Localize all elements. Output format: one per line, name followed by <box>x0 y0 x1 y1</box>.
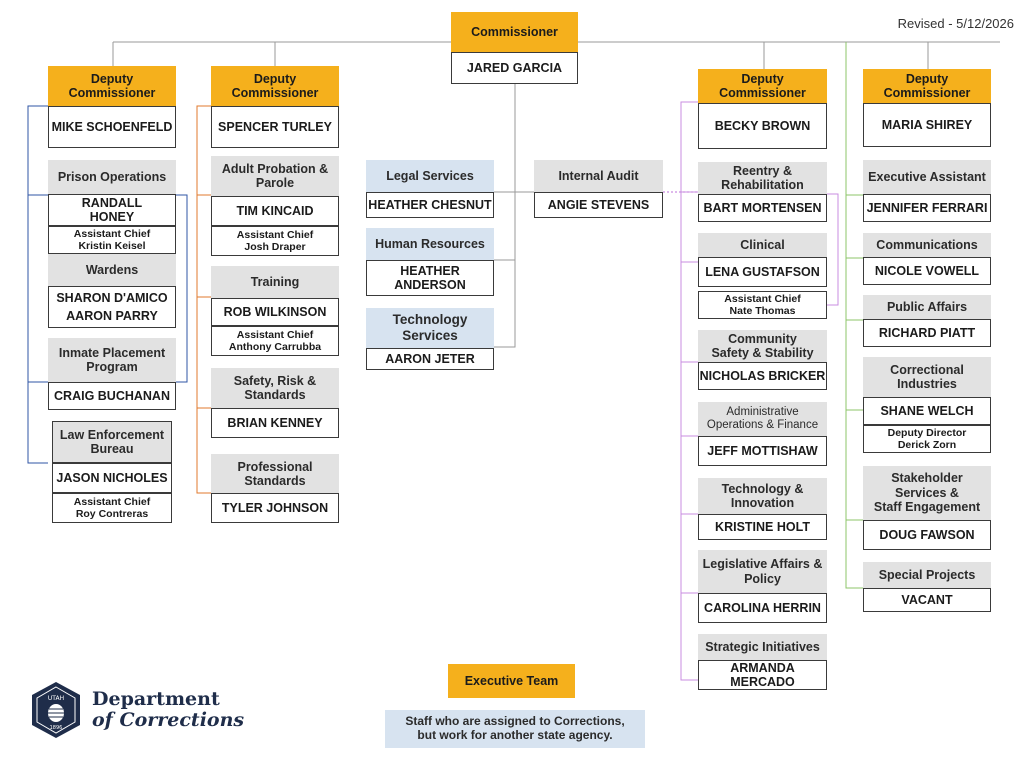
communications-title: Communications <box>863 233 991 257</box>
training-name: ROB WILKINSON <box>211 298 339 326</box>
legislative-affairs-name: CAROLINA HERRIN <box>698 593 827 623</box>
special-projects-title: Special Projects <box>863 562 991 588</box>
internal-audit-name: ANGIE STEVENS <box>534 192 663 218</box>
seal-icon: UTAH 1896 <box>32 682 80 738</box>
safety-risk-name: BRIAN KENNEY <box>211 408 339 438</box>
law-enforcement-sub: Assistant Chief Roy Contreras <box>52 493 172 523</box>
stakeholder-services-name: DOUG FAWSON <box>863 520 991 550</box>
deputy-commissioner-1-name: MIKE SCHOENFELD <box>48 106 176 148</box>
law-enforcement-title: Law Enforcement Bureau <box>52 421 172 463</box>
deputy-commissioner-2-title: Deputy Commissioner <box>211 66 339 106</box>
revised-date: Revised - 5/12/2026 <box>897 16 1014 31</box>
seal-top-text: UTAH <box>48 695 64 702</box>
communications-name: NICOLE VOWELL <box>863 257 991 285</box>
legend-executive-team: Executive Team <box>448 664 575 698</box>
deputy-commissioner-3-name: BECKY BROWN <box>698 103 827 149</box>
wardens-names: SHARON D'AMICO AARON PARRY <box>48 286 176 328</box>
special-projects-name: VACANT <box>863 588 991 612</box>
adult-probation-name: TIM KINCAID <box>211 196 339 226</box>
executive-assistant-title: Executive Assistant <box>863 160 991 194</box>
deputy-commissioner-4-name: MARIA SHIREY <box>863 103 991 147</box>
training-title: Training <box>211 266 339 298</box>
technology-services-name: AARON JETER <box>366 348 494 370</box>
reentry-title: Reentry & Rehabilitation <box>698 162 827 194</box>
professional-standards-title: Professional Standards <box>211 454 339 494</box>
human-resources-name: HEATHER ANDERSON <box>366 260 494 296</box>
department-logo: UTAH 1896 Department of Corrections <box>30 680 244 740</box>
correctional-industries-sub: Deputy Director Derick Zorn <box>863 425 991 453</box>
legal-services-title: Legal Services <box>366 160 494 192</box>
deputy-commissioner-2-name: SPENCER TURLEY <box>211 106 339 148</box>
technology-innovation-name: KRISTINE HOLT <box>698 514 827 540</box>
human-resources-title: Human Resources <box>366 228 494 260</box>
prison-operations-name: RANDALL HONEY <box>48 194 176 226</box>
reentry-name: BART MORTENSEN <box>698 194 827 222</box>
executive-assistant-name: JENNIFER FERRARI <box>863 194 991 222</box>
inmate-placement-name: CRAIG BUCHANAN <box>48 382 176 410</box>
prison-operations-title: Prison Operations <box>48 160 176 194</box>
wardens-title: Wardens <box>48 254 176 286</box>
seal-year-text: 1896 <box>50 725 63 731</box>
safety-risk-title: Safety, Risk & Standards <box>211 368 339 408</box>
inmate-placement-title: Inmate Placement Program <box>48 338 176 382</box>
technology-innovation-title: Technology & Innovation <box>698 478 827 514</box>
commissioner-title: Commissioner <box>451 12 578 52</box>
professional-standards-name: TYLER JOHNSON <box>211 493 339 523</box>
community-safety-title: Community Safety & Stability <box>698 330 827 362</box>
legend-other-agency: Staff who are assigned to Corrections, b… <box>385 710 645 748</box>
law-enforcement-name: JASON NICHOLES <box>52 463 172 493</box>
internal-audit-title: Internal Audit <box>534 160 663 192</box>
clinical-name: LENA GUSTAFSON <box>698 257 827 287</box>
public-affairs-title: Public Affairs <box>863 295 991 319</box>
logo-line-1: Department <box>92 688 220 711</box>
administrative-operations-title: Administrative Operations & Finance <box>698 402 827 436</box>
legislative-affairs-title: Legislative Affairs & Policy <box>698 550 827 593</box>
logo-line-2: of Corrections <box>92 709 245 731</box>
correctional-industries-name: SHANE WELCH <box>863 397 991 425</box>
deputy-commissioner-4-title: Deputy Commissioner <box>863 69 991 103</box>
administrative-operations-name: JEFF MOTTISHAW <box>698 436 827 466</box>
prison-operations-sub: Assistant Chief Kristin Keisel <box>48 226 176 254</box>
adult-probation-sub: Assistant Chief Josh Draper <box>211 226 339 256</box>
deputy-commissioner-3-title: Deputy Commissioner <box>698 69 827 103</box>
legal-services-name: HEATHER CHESNUT <box>366 192 494 218</box>
clinical-title: Clinical <box>698 233 827 257</box>
strategic-initiatives-name: ARMANDA MERCADO <box>698 660 827 690</box>
technology-services-title: Technology Services <box>366 308 494 348</box>
community-safety-name: NICHOLAS BRICKER <box>698 362 827 390</box>
correctional-industries-title: Correctional Industries <box>863 357 991 397</box>
deputy-commissioner-1-title: Deputy Commissioner <box>48 66 176 106</box>
stakeholder-services-title: Stakeholder Services & Staff Engagement <box>863 466 991 520</box>
clinical-sub: Assistant Chief Nate Thomas <box>698 291 827 319</box>
adult-probation-title: Adult Probation & Parole <box>211 156 339 196</box>
commissioner-name: JARED GARCIA <box>451 52 578 84</box>
strategic-initiatives-title: Strategic Initiatives <box>698 634 827 660</box>
training-sub: Assistant Chief Anthony Carrubba <box>211 326 339 356</box>
public-affairs-name: RICHARD PIATT <box>863 319 991 347</box>
